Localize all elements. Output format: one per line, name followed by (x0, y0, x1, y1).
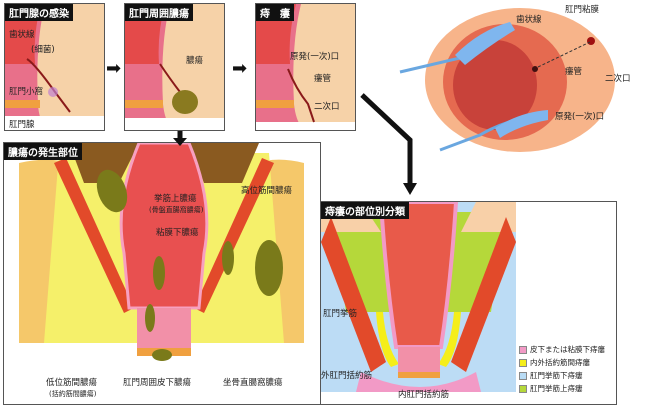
fistula-classification-panel: 痔瘻の部位別分類 肛門挙筋 外肛門括約筋 内肛門括約筋 (320, 201, 617, 405)
label-fistula-tract: 瘻管 (314, 74, 332, 84)
legend-item: 肛門挙筋下痔瘻 (519, 370, 583, 381)
legend-label: 皮下または粘膜下痔瘻 (530, 345, 605, 354)
legend-item: 内外括約筋間痔瘻 (519, 357, 590, 368)
exam-label-dentate-line: 歯状線 (516, 15, 542, 25)
step-title: 肛門腺の感染 (5, 4, 73, 21)
arrow-right-icon: ➡ (232, 58, 248, 79)
legend-swatch (519, 371, 527, 380)
label-abscess: 膿瘍 (186, 56, 204, 66)
label-ischiorectal-abscess: 坐骨直腸窩膿瘍 (223, 378, 283, 388)
label-dentate-line: 歯状線 (9, 30, 35, 40)
legend-label: 内外括約筋間痔瘻 (530, 358, 590, 367)
label-anal-crypt: 肛門小窩 (9, 87, 44, 97)
label-perianal-abscess: 肛門周囲皮下膿瘍 (123, 378, 192, 388)
abscess-location-panel: 膿瘍の発生部位 挙筋上膿瘍 (骨盤直腸窩膿瘍) 粘膜下膿瘍 高位筋間膿瘍 低位筋… (3, 142, 321, 405)
label-high-intermuscular-abscess: 高位筋間膿瘍 (241, 186, 293, 196)
label-low-intermuscular-abscess: 低位筋間膿瘍 (46, 378, 98, 388)
label-anal-gland: 肛門腺 (9, 120, 35, 130)
exam-label-anal-mucosa: 肛門粘膜 (565, 5, 600, 15)
abscess-panel-title: 膿瘍の発生部位 (4, 143, 82, 160)
exam-label-primary-opening: 原発(一次)口 (555, 112, 605, 122)
arrow-right-icon: ➡ (106, 58, 122, 79)
label-bacteria: (細菌) (31, 45, 55, 55)
step-title: 肛門周囲膿瘍 (125, 4, 193, 21)
label-levator-ani: 肛門挙筋 (323, 309, 358, 319)
fistula-cross-section (321, 202, 516, 392)
label-primary-opening: 原発(一次)口 (290, 52, 340, 62)
label-supralevator-abscess-sub: (骨盤直腸窩膿瘍) (149, 206, 204, 214)
anoscope-view-illustration (399, 8, 615, 152)
label-submucosal-abscess: 粘膜下膿瘍 (156, 228, 199, 238)
exam-label-secondary-opening: 二次口 (605, 74, 631, 84)
abscess-cross-section (19, 143, 304, 361)
label-secondary-opening: 二次口 (314, 102, 340, 112)
label-internal-sphincter: 内肛門括約筋 (398, 390, 450, 400)
exam-label-fistula-tract: 瘻管 (565, 67, 583, 77)
legend-item: 肛門挙筋上痔瘻 (519, 383, 583, 394)
step-panel-perianal-abscess: 肛門周囲膿瘍 膿瘍 (124, 3, 225, 131)
fistula-panel-title: 痔瘻の部位別分類 (321, 202, 409, 219)
label-supralevator-abscess: 挙筋上膿瘍 (154, 194, 197, 204)
legend-label: 肛門挙筋上痔瘻 (530, 384, 583, 393)
step-title: 痔 瘻 (256, 4, 294, 21)
legend-item: 皮下または粘膜下痔瘻 (519, 344, 605, 355)
legend-swatch (519, 358, 527, 367)
step-panel-fistula: 痔 瘻 原発(一次)口 瘻管 二次口 (255, 3, 356, 131)
label-external-sphincter: 外肛門括約筋 (321, 371, 373, 381)
step-panel-gland-infection: 肛門腺の感染 歯状線 (細菌) 肛門小窩 肛門腺 (4, 3, 105, 131)
legend-swatch (519, 384, 527, 393)
gland-infection-illustration (5, 4, 104, 130)
label-low-intermuscular-abscess-sub: (括約筋間膿瘍) (49, 390, 97, 398)
legend-swatch (519, 345, 527, 354)
legend-label: 肛門挙筋下痔瘻 (530, 371, 583, 380)
